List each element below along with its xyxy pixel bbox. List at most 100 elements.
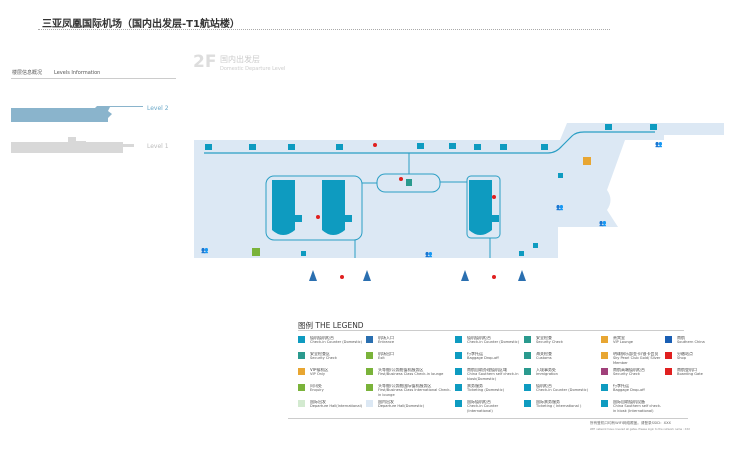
sky-pearl-icon	[601, 352, 608, 359]
baggage-icon[interactable]	[519, 251, 524, 256]
vip-swatch	[298, 368, 305, 375]
shop-icon[interactable]	[316, 215, 320, 219]
checkin-counter-icon[interactable]	[417, 143, 424, 149]
floor-name-en: Domestic Departure Level	[220, 66, 286, 72]
legend-item-zh: 国际自助值机设备	[613, 400, 645, 404]
legend-item-zh: 问讯处	[310, 384, 322, 388]
legend-item-zh: 明珠俱乐部金卡/银卡会员	[613, 352, 659, 356]
entrance-icon[interactable]	[518, 270, 526, 281]
shop-icon[interactable]	[492, 275, 496, 279]
security-check-icon[interactable]	[406, 179, 412, 186]
legend-item-en: Check-in Counter (Domestic)	[467, 340, 520, 345]
legend-item-en: Baggage Drop-off	[613, 388, 645, 393]
first-class-checkin-icon[interactable]	[252, 248, 260, 256]
restroom-icon[interactable]: 👥	[425, 251, 433, 258]
checkin-counter-icon[interactable]	[205, 144, 212, 150]
legend-item-zh: 南航	[677, 336, 685, 340]
legend-item-zh: 安全检查区	[310, 352, 330, 356]
legend-item-zh: 南航自助办理值机区域	[467, 368, 507, 372]
checkin-counter-icon[interactable]	[605, 124, 612, 130]
entrance-icon[interactable]	[363, 270, 371, 281]
baggage-icon[interactable]	[558, 173, 563, 178]
floor-map: 👥 👥 👥 👥 👥	[194, 123, 724, 281]
level-1-shape[interactable]	[11, 137, 134, 153]
vip-lounge-icon	[601, 336, 608, 343]
shop-icons	[316, 143, 496, 279]
floor-number: 2F	[193, 52, 217, 72]
shop-icon[interactable]	[340, 275, 344, 279]
levels-diagram	[11, 106, 143, 153]
legend-item-en: Check-in Counter (International)	[467, 404, 499, 413]
page-title: 三亚凤凰国际机场（国内出发层-T1航站楼）	[42, 19, 240, 30]
checkin-counter-icon[interactable]	[249, 144, 256, 150]
shop-icon[interactable]	[373, 143, 377, 147]
pier-1[interactable]	[272, 180, 295, 235]
entrance-icon[interactable]	[309, 270, 317, 281]
legend-item-en: VIP Only	[310, 372, 326, 377]
legend-item-en: China Southern self check-in kiosk(Domes…	[467, 372, 519, 381]
legend-item-en: Boarding Gate	[677, 372, 703, 377]
pier-2[interactable]	[322, 180, 345, 235]
checkin-counter-icon[interactable]	[449, 143, 456, 149]
legend-item-en: Entrance	[378, 340, 395, 345]
restroom-icon[interactable]: 👥	[599, 220, 607, 227]
immigration-icon	[524, 368, 531, 375]
checkin-counter-icon[interactable]	[541, 144, 548, 150]
checkin-counter-icon[interactable]	[500, 144, 507, 150]
legend-item-zh: 入境事务处	[536, 368, 556, 372]
entrance-icon[interactable]	[461, 270, 469, 281]
checkin-counter-icons	[205, 124, 657, 256]
first-class-checkin-icon	[366, 368, 373, 375]
legend-item-en: Shop	[677, 356, 687, 361]
shop-icon[interactable]	[492, 195, 496, 199]
security-icon[interactable]	[345, 215, 352, 222]
checkin-counter-icon[interactable]	[336, 144, 343, 150]
vip-lounge-icon[interactable]	[583, 157, 591, 165]
legend-item-zh: 海关检查	[536, 352, 552, 356]
level-1-label[interactable]: Level 1	[147, 143, 169, 150]
level-2-shape[interactable]	[11, 106, 143, 122]
security-icon[interactable]	[492, 215, 499, 222]
restroom-icon[interactable]: 👥	[201, 247, 209, 254]
central-hub	[376, 173, 441, 193]
boarding-gate-icon	[665, 368, 672, 375]
legend-item-zh: 值机柜台	[536, 384, 552, 388]
customs-icon	[524, 352, 531, 359]
legend-item-en: Enquiry	[310, 388, 324, 393]
checkin-counter-icon[interactable]	[474, 144, 481, 150]
domestic-hall-swatch	[366, 400, 373, 407]
first-class-intl-checkin-icon	[366, 384, 373, 391]
pier-group-left	[265, 175, 363, 241]
security-swatch	[298, 352, 305, 359]
legend-item-zh: 头等舱/公务舱国际值机服务区	[378, 384, 432, 388]
checkin-counter-icon[interactable]	[288, 144, 295, 150]
legend-divider	[298, 330, 684, 331]
restroom-icon[interactable]: 👥	[655, 141, 663, 148]
entrance-icons	[309, 270, 526, 281]
security-icon[interactable]	[295, 215, 302, 222]
pier-3[interactable]	[469, 180, 492, 235]
checkin-counter-icon[interactable]	[650, 124, 657, 130]
ticketing-icon[interactable]	[533, 243, 538, 248]
restroom-icon[interactable]: 👥	[556, 204, 564, 211]
legend-item-zh: 国内出发	[378, 400, 394, 404]
levels-header-en: Levels Information	[54, 70, 101, 76]
level-2-label[interactable]: Level 2	[147, 105, 169, 112]
shop-icon[interactable]	[399, 177, 403, 181]
legend-item-en: Southern China	[677, 340, 705, 345]
baggage-icon[interactable]	[301, 251, 306, 256]
